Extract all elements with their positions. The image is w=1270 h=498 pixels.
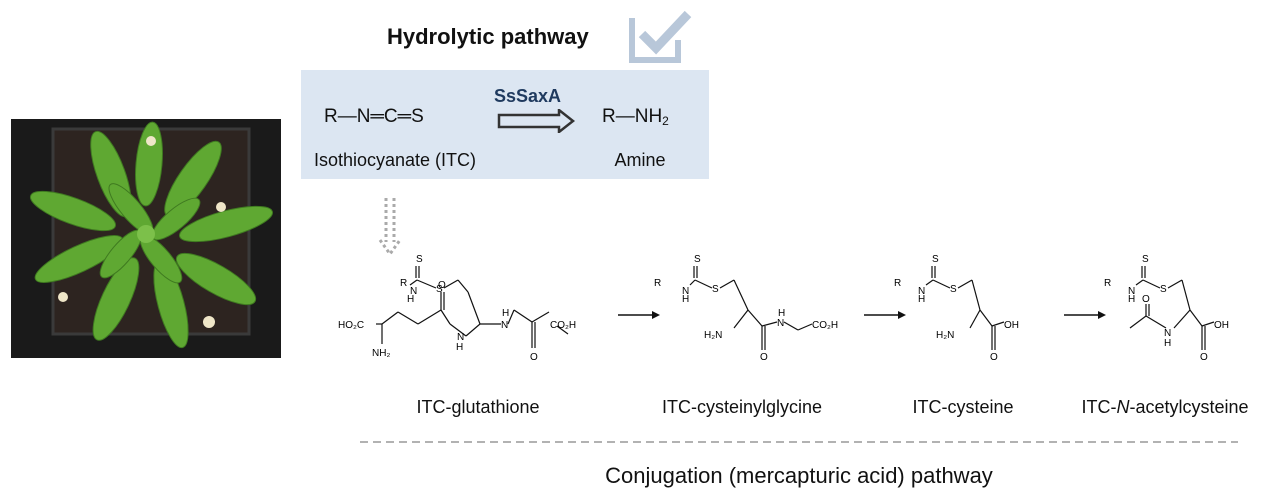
hydrolytic-reaction-box [301, 70, 709, 179]
n-atom: N [501, 320, 508, 331]
compound-label-italic-n: N [1116, 397, 1130, 417]
s-atom: S [950, 284, 957, 295]
o-atom: O [530, 352, 538, 363]
s-atom: S [932, 254, 939, 265]
h-atom: H [778, 308, 785, 319]
right-arrow-icon [864, 311, 906, 319]
n-atom: N [1128, 286, 1135, 297]
h-atom: H [1128, 294, 1135, 305]
oh-group: OH [1214, 320, 1229, 331]
itc-cysteinylglycine-structure: R S N H S H₂N O N H CO₂H [654, 254, 838, 362]
checkmark-icon [629, 10, 692, 63]
compound-label-suffix: -acetylcysteine [1129, 397, 1249, 417]
n-atom: N [1164, 328, 1171, 339]
amine-formula: R—NH2 [602, 106, 669, 128]
h2n-group: H₂N [936, 330, 954, 341]
plant-photo [11, 119, 281, 358]
o-atom: O [1142, 294, 1150, 305]
o-atom: O [990, 352, 998, 362]
oh-group: OH [1004, 320, 1019, 331]
n-atom: N [410, 286, 417, 297]
right-arrow-icon [618, 311, 660, 319]
enzyme-label: SsSaxA [494, 86, 562, 106]
right-arrow-icon [1064, 311, 1106, 319]
dashed-divider [360, 441, 1238, 443]
cooh-group: CO₂H [812, 320, 838, 331]
h-atom: H [407, 294, 414, 305]
h-atom: H [1164, 338, 1171, 349]
dotted-down-arrow-icon [378, 198, 402, 257]
s-atom: S [436, 284, 443, 295]
conjugation-pathway-label: Conjugation (mercapturic acid) pathway [605, 463, 993, 488]
compound-label-itc-glutathione: ITC-glutathione [416, 397, 540, 417]
itc-glutathione-structure: R S N H S O N H N H O HO₂C NH₂ CO₂H [338, 254, 576, 363]
h2n-group: H₂N [704, 330, 722, 341]
h-atom: H [456, 342, 463, 353]
itc-n-acetylcysteine-structure: R S N H S O N H O OH [1104, 254, 1229, 362]
s-atom: S [1142, 254, 1149, 265]
itc-cysteine-structure: R S N H S H₂N O OH [894, 254, 1019, 362]
n-atom: N [777, 318, 784, 329]
isothiocyanate-formula: R—N═C═S [324, 106, 424, 127]
amine-formula-subscript: 2 [662, 114, 669, 128]
double-arrow-icon [497, 109, 576, 133]
h-atom: H [682, 294, 689, 305]
h-atom: H [502, 308, 509, 319]
o-atom: O [1200, 352, 1208, 362]
s-atom: S [712, 284, 719, 295]
hooc-group: HO₂C [338, 320, 364, 331]
s-atom: S [1160, 284, 1167, 295]
r-atom: R [1104, 278, 1111, 289]
r-atom: R [894, 278, 901, 289]
compound-label-itc-cysteine: ITC-cysteine [912, 397, 1014, 417]
h-atom: H [918, 294, 925, 305]
rosette-plant-image [11, 119, 281, 358]
o-atom: O [438, 280, 446, 291]
n-atom: N [682, 286, 689, 297]
s-atom: S [694, 254, 701, 265]
n-atom: N [918, 286, 925, 297]
nh2-group: NH₂ [372, 348, 390, 359]
s-atom: S [416, 254, 423, 265]
amine-formula-main: R—NH [602, 106, 663, 127]
isothiocyanate-label: Isothiocyanate (ITC) [313, 150, 477, 170]
amine-label: Amine [614, 150, 666, 170]
o-atom: O [760, 352, 768, 362]
r-atom: R [400, 278, 407, 289]
hydrolytic-pathway-title: Hydrolytic pathway [387, 24, 589, 49]
r-atom: R [654, 278, 661, 289]
cooh-group: CO₂H [550, 320, 576, 331]
compound-label-itc-n-acetylcysteine: ITC-N-acetylcysteine [1064, 397, 1266, 418]
compound-label-prefix: ITC- [1081, 397, 1117, 417]
n-atom: N [457, 332, 464, 343]
compound-label-itc-cysteinylglycine: ITC-cysteinylglycine [661, 397, 823, 417]
